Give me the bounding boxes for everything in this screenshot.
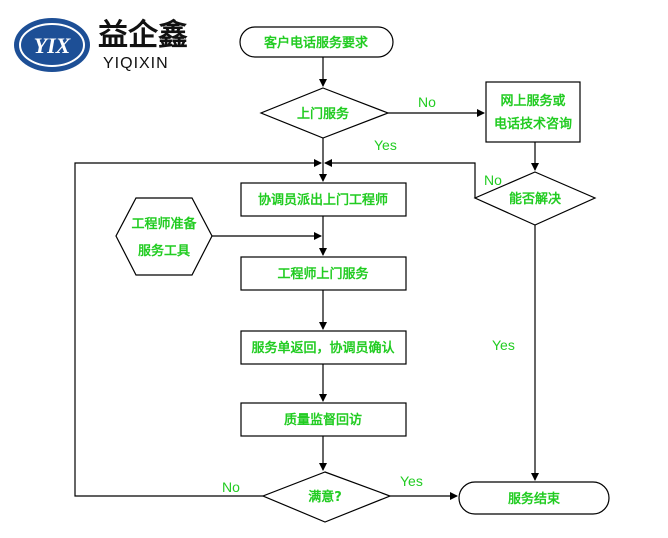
node-engineer-onsite-label: 工程师上门服务 xyxy=(277,266,369,282)
brand-name-en: YIQIXIN xyxy=(103,55,169,72)
edge-label-resolved-yes: Yes xyxy=(492,337,515,353)
logo-oval xyxy=(14,18,90,72)
node-quality-visit-label: 质量监督回访 xyxy=(284,412,362,428)
node-start: 客户电话服务要求 xyxy=(239,26,394,58)
decision-onsite: 上门服务 xyxy=(259,87,390,139)
node-end-label: 服务结束 xyxy=(508,491,561,507)
decision-resolved: 能否解决 xyxy=(473,171,597,226)
decision-satisfied: 满意? xyxy=(261,471,392,523)
edges xyxy=(74,57,539,500)
edge-label-onsite-no: No xyxy=(418,94,436,110)
node-quality-visit: 质量监督回访 xyxy=(240,402,407,437)
decision-resolved-label: 能否解决 xyxy=(509,191,562,207)
edge-label-satisfied-no: No xyxy=(222,479,240,495)
node-return-form: 服务单返回，协调员确认 xyxy=(240,330,407,365)
brand-name-cn: 益企鑫 xyxy=(98,18,188,53)
decision-satisfied-label: 满意? xyxy=(308,489,342,505)
decision-onsite-label: 上门服务 xyxy=(297,106,350,122)
edge-resolved-no-loop xyxy=(324,159,476,198)
edge-label-onsite-yes: Yes xyxy=(374,137,397,153)
node-prepare-tools-line2: 服务工具 xyxy=(138,243,190,259)
node-dispatch-label: 协调员派出上门工程师 xyxy=(258,192,388,208)
node-online-service-line2: 电话技术咨询 xyxy=(494,116,572,132)
node-dispatch: 协调员派出上门工程师 xyxy=(240,182,407,217)
node-prepare-tools: 工程师准备 服务工具 xyxy=(115,197,213,276)
logo-mark: YIX xyxy=(34,33,72,58)
logo-inner-ring xyxy=(19,23,85,67)
edge-label-resolved-no: No xyxy=(484,172,502,188)
edge-satisfied-no-loop xyxy=(74,159,322,497)
node-end: 服务结束 xyxy=(458,481,610,515)
node-engineer-onsite: 工程师上门服务 xyxy=(240,256,407,291)
edge-label-satisfied-yes: Yes xyxy=(400,473,423,489)
node-online-service-line1: 网上服务或 xyxy=(500,93,565,109)
node-prepare-tools-line1: 工程师准备 xyxy=(131,216,197,232)
brand-logo: YIX 益企鑫 YIQIXIN xyxy=(14,18,188,72)
node-online-service: 网上服务或 电话技术咨询 xyxy=(485,81,581,143)
node-return-form-label: 服务单返回，协调员确认 xyxy=(251,340,395,356)
node-start-label: 客户电话服务要求 xyxy=(264,35,369,51)
